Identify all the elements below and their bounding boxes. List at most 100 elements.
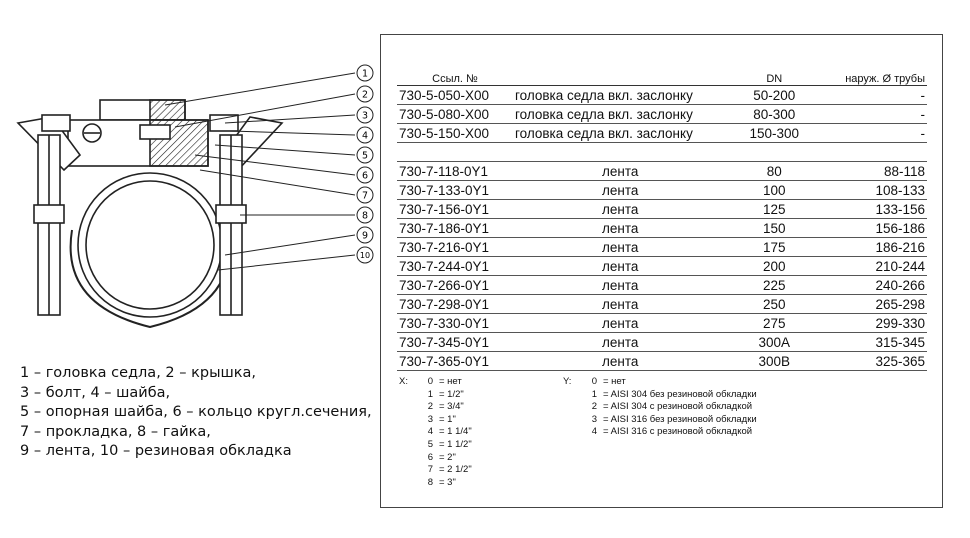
header-description: [512, 65, 728, 86]
svg-text:2: 2: [362, 90, 368, 101]
cell-description: головка седла вкл. заслонку: [512, 104, 728, 124]
cell-description: лента: [512, 218, 728, 238]
callout-7: 7: [356, 186, 374, 204]
code-line: 2 = 3/4": [399, 401, 472, 414]
svg-text:4: 4: [362, 131, 368, 142]
code-value: = 1": [439, 413, 456, 425]
callout-2: 2: [356, 85, 374, 103]
callout-9: 9: [356, 226, 374, 244]
callout-10: 10: [356, 246, 374, 264]
legend-line: 1 – головка седла, 2 – крышка,: [20, 365, 257, 381]
cell-dn: 175: [727, 237, 822, 257]
callout-6: 6: [356, 166, 374, 184]
svg-text:3: 3: [362, 111, 368, 122]
code-line: 5= 1 1/2": [399, 439, 472, 452]
header-ref-no: Ссыл. №: [397, 65, 513, 86]
cell-description: лента: [512, 180, 728, 200]
cell-pipe-od: 108-133: [821, 180, 927, 200]
callout-4: 4: [356, 126, 374, 144]
cell-dn: 275: [727, 313, 822, 333]
svg-text:9: 9: [362, 231, 368, 242]
code-key: 1: [427, 388, 433, 400]
table-spacer-row: [397, 142, 927, 162]
cell-ref-no: 730-7-266-0Y1: [397, 275, 513, 295]
cell-description: лента: [512, 237, 728, 257]
cell-description: головка седла вкл. заслонку: [512, 123, 728, 143]
cell-pipe-od: 240-266: [821, 275, 927, 295]
code-key: 2: [427, 401, 433, 413]
cell-description: головка седла вкл. заслонку: [512, 85, 728, 105]
code-line: 4= 1 1/4": [399, 426, 472, 439]
svg-text:1: 1: [362, 69, 368, 80]
code-line: 7= 2 1/2": [399, 464, 472, 477]
cell-pipe-od: -: [821, 104, 927, 124]
cell-dn: 150: [727, 218, 822, 238]
code-value: = 3/4": [439, 401, 464, 413]
code-value: = AISI 304 с резиновой обкладкой: [603, 401, 753, 413]
code-key: 1: [591, 388, 597, 400]
cell-description: лента: [512, 332, 728, 352]
cell-ref-no: 730-7-133-0Y1: [397, 180, 513, 200]
code-head: Y:: [563, 376, 572, 387]
cell-ref-no: 730-7-118-0Y1: [397, 161, 513, 181]
cell-pipe-od: -: [821, 123, 927, 143]
parts-legend: 1 – головка седла, 2 – крышка, 3 – болт,…: [20, 364, 372, 462]
cell-dn: 300B: [727, 351, 822, 371]
code-line: 4= AISI 316 с резиновой обкладкой: [563, 426, 757, 439]
code-value: = AISI 316 без резиновой обкладки: [603, 413, 757, 425]
cell-ref-no: 730-7-216-0Y1: [397, 237, 513, 257]
code-line: 1 = 1/2": [399, 389, 472, 402]
cell-dn: 50-200: [727, 85, 822, 105]
legend-line: 7 – прокладка, 8 – гайка,: [20, 423, 211, 440]
callout-3: 3: [356, 106, 374, 124]
svg-text:6: 6: [362, 171, 368, 182]
code-key: 0: [427, 376, 433, 387]
cell-ref-no: 730-7-345-0Y1: [397, 332, 513, 352]
cell-description: лента: [512, 351, 728, 371]
cell-ref-no: 730-7-330-0Y1: [397, 313, 513, 333]
code-key: 4: [591, 426, 597, 438]
code-line: 3= AISI 316 без резиновой обкладки: [563, 414, 757, 427]
cell-description: лента: [512, 161, 728, 181]
code-line: 8= 3": [399, 477, 472, 490]
cell-pipe-od: 299-330: [821, 313, 927, 333]
code-key: 5: [427, 438, 433, 450]
legend-line: 3 – болт, 4 – шайба,: [20, 384, 171, 401]
code-line: 2= AISI 304 с резиновой обкладкой: [563, 401, 757, 414]
cell-dn: 80-300: [727, 104, 822, 124]
cell-pipe-od: 156-186: [821, 218, 927, 238]
code-key: 3: [427, 413, 433, 425]
cell-dn: 100: [727, 180, 822, 200]
cell-pipe-od: 325-365: [821, 351, 927, 371]
code-value: = 1 1/4": [439, 426, 472, 438]
code-line: 6= 2": [399, 452, 472, 465]
code-value: = AISI 304 без резиновой обкладки: [603, 388, 757, 400]
code-line: 3 = 1": [399, 414, 472, 427]
cell-description: лента: [512, 294, 728, 314]
code-value: = 3": [439, 476, 456, 488]
cell-description: лента: [512, 256, 728, 276]
svg-text:5: 5: [362, 151, 368, 162]
code-value: = 1/2": [439, 388, 464, 400]
callout-8: 8: [356, 206, 374, 224]
callout-5: 5: [356, 146, 374, 164]
cell-ref-no: 730-5-150-X00: [397, 123, 513, 143]
header-dn: DN: [727, 65, 822, 86]
clamp-assembly-drawing: 1 2 3 4 5 6 7 8 9 10: [16, 64, 374, 329]
cell-pipe-od: 186-216: [821, 237, 927, 257]
cell-dn: 225: [727, 275, 822, 295]
cell-pipe-od: 265-298: [821, 294, 927, 314]
cell-ref-no: 730-5-080-X00: [397, 104, 513, 124]
cell-description: лента: [512, 199, 728, 219]
